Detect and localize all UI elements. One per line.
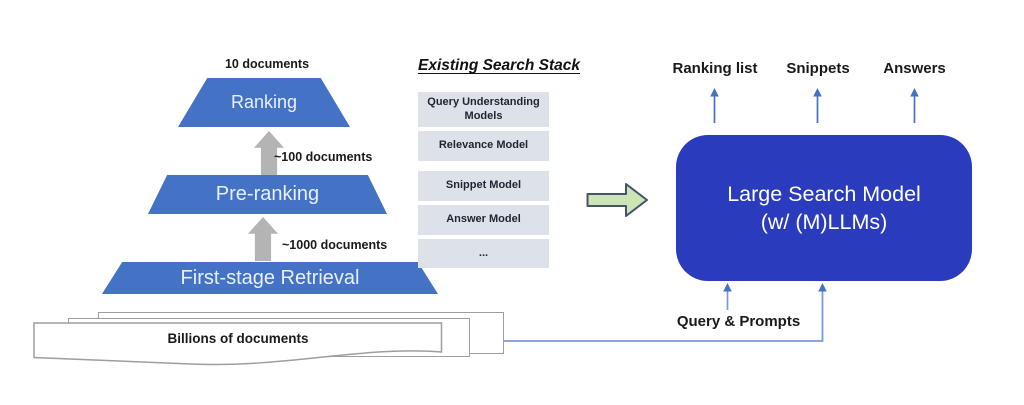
funnel-arrow2-count-label: ~1000 documents [282,238,388,252]
funnel-stage-ranking: Ranking [178,78,350,127]
gray-up-arrow-2-icon [248,217,278,261]
output-label-answers: Answers [883,60,946,77]
green-right-arrow-icon [586,181,650,219]
stack-item-query-understanding: Query Understanding Models [418,92,549,127]
funnel-top-count-label: 10 documents [224,57,310,71]
corpus-to-model-connector-icon [504,283,827,342]
stack-item-snippet-model: Snippet Model [418,171,549,201]
funnel-stage-first-stage-retrieval: First-stage Retrieval [102,262,438,294]
funnel-arrow1-count-label: ~100 documents [274,150,373,164]
input-label-query-prompts: Query & Prompts [676,313,801,330]
output-label-ranking-list: Ranking list [672,60,758,77]
stack-item-answer-model: Answer Model [418,205,549,235]
stack-item-ellipsis: ... [418,239,549,268]
query-input-arrow-icon [723,283,732,310]
large-search-model-box: Large Search Model (w/ (M)LLMs) [676,135,972,281]
funnel-stage-preranking: Pre-ranking [148,175,387,214]
output-up-arrows-icon [710,88,919,123]
document-shape-icon [33,322,443,366]
corpus-document-front: Billions of documents [33,322,443,370]
stack-item-relevance-model: Relevance Model [418,131,549,161]
output-label-snippets: Snippets [786,60,850,77]
large-search-model-line2: (w/ (M)LLMs) [760,210,888,234]
existing-stack-title: Existing Search Stack [418,57,580,74]
large-search-model-line1: Large Search Model [727,181,921,206]
corpus-label: Billions of documents [167,331,309,346]
